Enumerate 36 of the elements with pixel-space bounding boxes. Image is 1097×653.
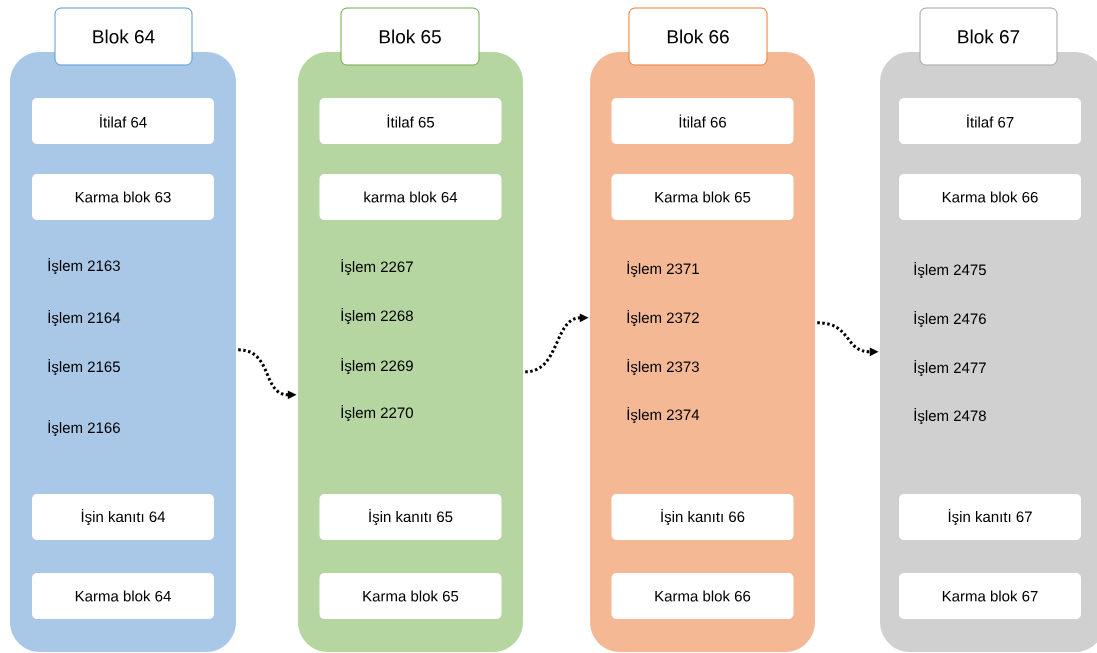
transaction-text: İşlem 2267 <box>341 258 413 276</box>
transaction-text: İşlem 2373 <box>627 358 699 376</box>
block-header-tab: Blok 64 <box>54 7 193 66</box>
field-box: İşin kanıtı 64 <box>32 494 214 540</box>
field-box: İtilaf 64 <box>32 98 214 144</box>
field-box: Karma blok 65 <box>611 174 794 220</box>
field-box: Karma blok 64 <box>32 573 214 619</box>
field-box: karma blok 64 <box>319 174 502 220</box>
transaction-text: İşlem 2163 <box>48 257 120 275</box>
transaction-text: İşlem 2476 <box>914 310 986 328</box>
transaction-text: İşlem 2374 <box>627 406 700 424</box>
transaction-text: İşlem 2164 <box>48 309 121 327</box>
field-box: Karma blok 65 <box>319 573 502 619</box>
field-box: İtilaf 66 <box>611 98 794 144</box>
transaction-text: İşlem 2371 <box>627 260 699 278</box>
transaction-text: İşlem 2166 <box>48 419 120 437</box>
transaction-text: İşlem 2475 <box>914 261 986 279</box>
field-box: Karma blok 63 <box>32 174 214 220</box>
transaction-text: İşlem 2372 <box>627 309 699 327</box>
field-box: Karma blok 67 <box>899 573 1081 619</box>
field-box: Karma blok 66 <box>899 174 1081 220</box>
field-box: İtilaf 67 <box>899 98 1081 144</box>
transaction-text: İşlem 2269 <box>341 357 413 375</box>
field-box: Karma blok 66 <box>611 573 794 619</box>
transaction-text: İşlem 2477 <box>914 359 986 377</box>
field-box: İşin kanıtı 66 <box>611 494 794 540</box>
block-header-tab: Blok 66 <box>628 7 768 66</box>
transaction-text: İşlem 2478 <box>914 407 986 425</box>
block-header-tab: Blok 67 <box>919 7 1058 66</box>
field-box: İşin kanıtı 67 <box>899 494 1081 540</box>
field-box: İtilaf 65 <box>319 98 502 144</box>
transaction-text: İşlem 2268 <box>341 307 413 325</box>
transaction-text: İşlem 2270 <box>341 404 413 422</box>
field-box: İşin kanıtı 65 <box>319 494 502 540</box>
block-header-tab: Blok 65 <box>340 7 480 66</box>
transaction-text: İşlem 2165 <box>48 358 120 376</box>
